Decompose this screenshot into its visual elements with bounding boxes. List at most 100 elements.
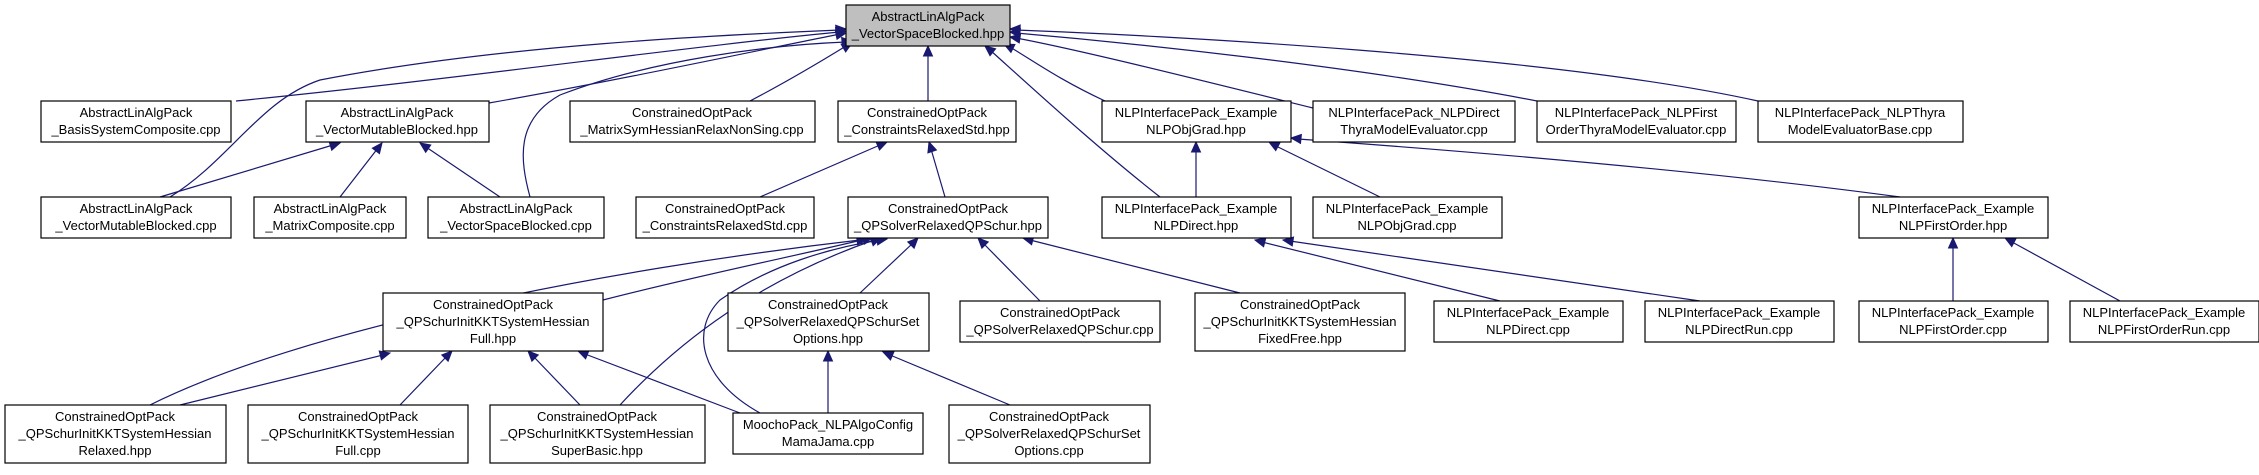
edge-kktsbhpp-kktfullhpp-arrowhead [527,350,540,363]
node-setopt-hpp[interactable]: ConstrainedOptPack _QPSolverRelaxedQPSch… [727,292,930,352]
node-msym[interactable]: ConstrainedOptPack _MatrixSymHessianRela… [569,100,816,143]
node-crs-cpp-line2: _ConstraintsRelaxedStd.cpp [642,218,808,233]
edge-setoptcpp-setopthpp-arrowhead [881,351,895,361]
node-qpschur-hpp-line1: ConstrainedOptPack [888,201,1008,216]
node-kkt-sb-hpp[interactable]: ConstrainedOptPack _QPSchurInitKKTSystem… [489,404,706,464]
edge-mamajama-setopthpp-arrowhead [822,349,834,362]
edge-vsbcpp-vmbhpp-arrowhead [418,142,432,154]
node-direct-hpp-line2: NLPDirect.hpp [1154,218,1239,233]
node-vmb-hpp[interactable]: AbstractLinAlgPack _VectorMutableBlocked… [305,100,490,143]
node-kkt-full-hpp-line1: ConstrainedOptPack [433,297,553,312]
edge-thyrafo-root [1008,27,1538,102]
node-objgrad-cpp-line1: NLPInterfacePack_Example [1326,201,1489,216]
node-firstorder-cpp-line1: NLPInterfacePack_Example [1872,305,2035,320]
node-kkt-relaxed-hpp[interactable]: ConstrainedOptPack _QPSchurInitKKTSystem… [4,404,227,464]
node-firstorder-hpp[interactable]: NLPInterfacePack_Example NLPFirstOrder.h… [1858,196,2049,239]
edge-crscpp-crshpp [759,141,889,198]
node-qpschur-cpp[interactable]: ConstrainedOptPack _QPSolverRelaxedQPSch… [959,300,1161,343]
node-thyra-me-line1: NLPInterfacePack_NLPDirect [1328,105,1500,120]
node-crs-hpp-line1: ConstrainedOptPack [867,105,987,120]
node-mamajama[interactable]: MoochoPack_NLPAlgoConfig MamaJama.cpp [732,412,924,455]
node-vsb-cpp-line2: _VectorSpaceBlocked.cpp [439,218,592,233]
edge-crshpp-root [922,44,934,101]
node-kkt-sb-hpp-line3: SuperBasic.hpp [551,443,643,458]
edge-vmbcpp-vmbhpp-arrowhead [328,140,342,152]
node-kkt-sb-hpp-line2: _QPSchurInitKKTSystemHessian [500,426,694,441]
node-vmb-cpp[interactable]: AbstractLinAlgPack _VectorMutableBlocked… [40,196,232,239]
node-objgrad-hpp[interactable]: NLPInterfacePack_Example NLPObjGrad.hpp [1101,100,1292,143]
node-setopt-cpp-line1: ConstrainedOptPack [989,409,1109,424]
node-crs-cpp[interactable]: ConstrainedOptPack _ConstraintsRelaxedSt… [635,196,815,239]
node-objgrad-hpp-line1: NLPInterfacePack_Example [1115,105,1278,120]
node-thyra-me-line2: ThyraModelEvaluator.cpp [1340,122,1487,137]
edge-msym-root [749,42,854,102]
node-setopt-hpp-line3: Options.hpp [793,331,863,346]
node-kkt-relaxed-hpp-line1: ConstrainedOptPack [55,409,175,424]
node-kkt-full-hpp[interactable]: ConstrainedOptPack _QPSchurInitKKTSystem… [382,292,604,352]
node-basis-line1: AbstractLinAlgPack [80,105,193,120]
edge-kktfullhpp-qpschurhpp [602,234,875,301]
node-kkt-full-hpp-line2: _QPSchurInitKKTSystemHessian [396,314,590,329]
edge-mcomp-vmbhpp [339,142,383,198]
node-objgrad-hpp-line2: NLPObjGrad.hpp [1146,122,1246,137]
edge-firstorderruncpp-firstorderhpp [2003,237,2121,302]
node-kkt-ff-hpp-line3: FixedFree.hpp [1258,331,1342,346]
node-kkt-ff-hpp-line1: ConstrainedOptPack [1240,297,1360,312]
node-kkt-ff-hpp[interactable]: ConstrainedOptPack _QPSchurInitKKTSystem… [1194,292,1406,352]
edge-firstorderruncpp-firstorderhpp-arrowhead [2003,237,2017,248]
node-kkt-full-cpp-line1: ConstrainedOptPack [298,409,418,424]
node-mcomp[interactable]: AbstractLinAlgPack _MatrixComposite.cpp [253,196,407,239]
node-direct-hpp[interactable]: NLPInterfacePack_Example NLPDirect.hpp [1101,196,1292,239]
edge-kktsbhpp-kktfullhpp [527,350,581,406]
node-crs-hpp[interactable]: ConstrainedOptPack _ConstraintsRelaxedSt… [837,100,1017,143]
node-firstorderrun-cpp[interactable]: NLPInterfacePack_Example NLPFirstOrderRu… [2069,300,2259,343]
node-thyra-base-line2: ModelEvaluatorBase.cpp [1788,122,1933,137]
node-kkt-full-hpp-line3: Full.hpp [470,331,516,346]
node-qpschur-hpp[interactable]: ConstrainedOptPack _QPSolverRelaxedQPSch… [847,196,1049,239]
edge-vmbcpp-vmbhpp [159,140,342,198]
edge-kktffhpp-qpschurhpp [1021,235,1241,294]
edge-kktfullcpp-kktfullhpp-arrowhead [440,350,453,363]
edge-kktrelaxedhpp-kktfullhpp-arrowhead [378,350,392,361]
edge-directhpp-root [984,45,1161,198]
node-thyra-fo-line1: NLPInterfacePack_NLPFirst [1555,105,1718,120]
node-kkt-full-cpp-line3: Full.cpp [335,443,381,458]
node-mamajama-line1: MoochoPack_NLPAlgoConfig [743,417,913,432]
node-qpschur-hpp-line2: _QPSolverRelaxedQPSchur.hpp [853,218,1042,233]
node-basis[interactable]: AbstractLinAlgPack _BasisSystemComposite… [40,100,232,143]
edge-vsbcpp-vmbhpp [418,142,501,198]
node-root-line1: AbstractLinAlgPack [872,9,985,24]
node-thyra-base-line1: NLPInterfacePack_NLPThyra [1775,105,1946,120]
node-crs-cpp-line1: ConstrainedOptPack [665,201,785,216]
edge-crscpp-crshpp-arrowhead [875,141,889,151]
node-objgrad-cpp[interactable]: NLPInterfacePack_Example NLPObjGrad.cpp [1312,196,1503,239]
edge-directhpp-objgradhpp-arrowhead [1190,140,1202,153]
node-firstorder-cpp[interactable]: NLPInterfacePack_Example NLPFirstOrder.c… [1858,300,2049,343]
edge-mcomp-vmbhpp-arrowhead [371,142,383,155]
edge-directcpp-directhpp [1253,237,1501,302]
edge-firstorderhpp-objgradhpp [1289,133,1901,198]
node-vmb-hpp-line1: AbstractLinAlgPack [341,105,454,120]
node-setopt-cpp[interactable]: ConstrainedOptPack _QPSolverRelaxedQPSch… [948,404,1151,464]
node-vmb-hpp-line2: _VectorMutableBlocked.hpp [315,122,478,137]
node-root[interactable]: AbstractLinAlgPack _VectorSpaceBlocked.h… [845,4,1011,47]
node-thyra-fo[interactable]: NLPInterfacePack_NLPFirst OrderThyraMode… [1536,100,1737,143]
edge-directcpp-directhpp-arrowhead [1253,237,1267,248]
node-mamajama-line2: MamaJama.cpp [782,434,874,449]
node-directrun-cpp[interactable]: NLPInterfacePack_Example NLPDirectRun.cp… [1644,300,1835,343]
edge-objgradcpp-objgradhpp [1267,141,1381,198]
node-direct-cpp[interactable]: NLPInterfacePack_Example NLPDirect.cpp [1433,300,1624,343]
edges [149,24,2121,414]
node-kkt-full-cpp-line2: _QPSchurInitKKTSystemHessian [261,426,455,441]
node-vsb-cpp[interactable]: AbstractLinAlgPack _VectorSpaceBlocked.c… [427,196,605,239]
node-thyra-base[interactable]: NLPInterfacePack_NLPThyra ModelEvaluator… [1757,100,1964,143]
node-kkt-full-cpp[interactable]: ConstrainedOptPack _QPSchurInitKKTSystem… [247,404,469,464]
edge-vmbcpp-root [169,24,848,198]
node-setopt-hpp-line2: _QPSolverRelaxedQPSchurSet [736,314,920,329]
node-objgrad-cpp-line2: NLPObjGrad.cpp [1358,218,1457,233]
edge-thyrame-root [1008,33,1314,109]
node-root-line2: _VectorSpaceBlocked.hpp [851,26,1005,41]
node-thyra-me[interactable]: NLPInterfacePack_NLPDirect ThyraModelEva… [1312,100,1516,143]
node-firstorder-cpp-line2: NLPFirstOrder.cpp [1899,322,2007,337]
edge-qpschurcpp-qpschurhpp [977,237,1041,302]
